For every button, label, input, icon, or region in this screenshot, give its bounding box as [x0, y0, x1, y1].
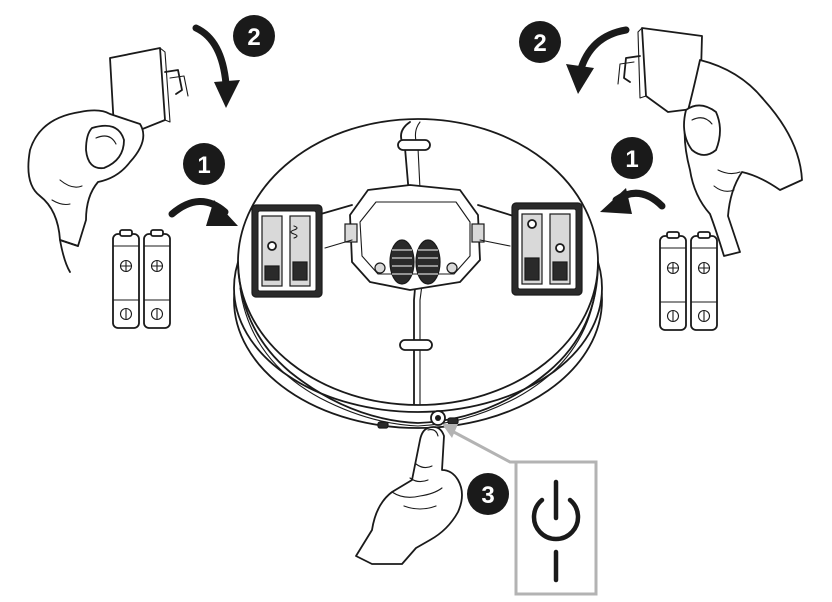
battery-pair-left	[112, 229, 171, 329]
hand-holding-cover-right	[617, 27, 803, 257]
svg-text:2: 2	[247, 24, 260, 51]
svg-text:1: 1	[625, 146, 638, 173]
step-badge: 3	[467, 473, 509, 515]
insert-battery-arrow-icon	[600, 188, 666, 214]
svg-text:1: 1	[197, 152, 210, 179]
battery	[659, 231, 687, 331]
power-button[interactable]	[430, 410, 446, 426]
battery-compartment-left	[251, 204, 323, 298]
battery	[690, 231, 718, 331]
svg-text:3: 3	[481, 482, 494, 509]
center-mount	[299, 184, 521, 291]
step-badge: 1	[611, 137, 653, 179]
step-badge: 2	[519, 21, 561, 63]
svg-text:2: 2	[533, 30, 546, 57]
battery-compartment-right	[511, 202, 583, 296]
step-badge: 2	[233, 15, 275, 57]
hand-pressing-button	[355, 426, 463, 565]
callout-leader	[442, 424, 516, 464]
battery	[112, 229, 140, 329]
power-icon	[531, 479, 581, 542]
step-badge: 1	[183, 143, 225, 185]
insert-battery-arrow-icon	[168, 198, 238, 226]
battery-pair-right	[659, 231, 718, 331]
battery	[143, 229, 171, 329]
power-callout-box	[514, 460, 598, 596]
hand-holding-cover-left	[27, 47, 189, 273]
close-cover-arrow-icon	[566, 26, 630, 94]
close-cover-arrow-icon	[192, 24, 240, 108]
